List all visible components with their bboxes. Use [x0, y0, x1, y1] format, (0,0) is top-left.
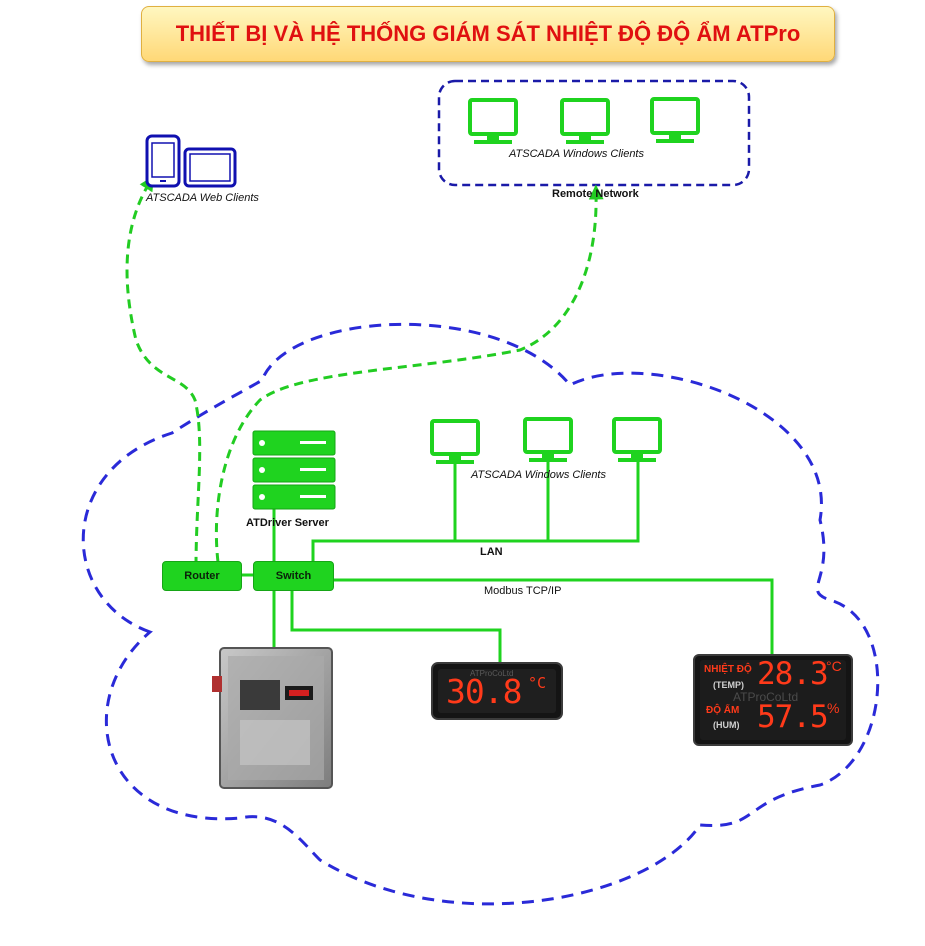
- temp-sub-label: (TEMP): [713, 680, 744, 690]
- phone-icon: [145, 134, 181, 188]
- lan-cloud-boundary: [81, 322, 880, 906]
- server-icon: [252, 430, 336, 510]
- page-title: THIẾT BỊ VÀ HỆ THỐNG GIÁM SÁT NHIỆT ĐỘ Đ…: [141, 6, 835, 62]
- router-node[interactable]: Router: [162, 561, 242, 591]
- switch-node[interactable]: Switch: [253, 561, 334, 591]
- hum-unit: %: [827, 700, 840, 716]
- single-display-unit: °C: [528, 674, 547, 692]
- control-cabinet: [212, 647, 333, 789]
- hum-label: ĐỘ ẨM: [706, 705, 740, 716]
- temp-value: 28.3: [757, 656, 829, 692]
- dual-led-display: [693, 654, 853, 746]
- network-wiring: [242, 455, 774, 663]
- temp-unit: °C: [826, 658, 842, 674]
- lan-monitor-2-icon: [523, 417, 573, 462]
- remote-monitor-1-icon: [468, 98, 518, 144]
- remote-monitor-2-icon: [560, 98, 610, 144]
- modbus-label: Modbus TCP/IP: [484, 585, 562, 597]
- lan-windows-clients-label: ATSCADA Windows Clients: [471, 469, 606, 481]
- remote-monitor-3-icon: [650, 97, 700, 143]
- tablet-icon: [183, 147, 237, 188]
- dual-display-watermark: ATProCoLtd: [733, 690, 799, 704]
- lan-monitor-3-icon: [612, 417, 662, 462]
- hum-value: 57.5: [757, 699, 829, 735]
- server-label: ATDriver Server: [246, 517, 329, 529]
- remote-windows-clients-label: ATSCADA Windows Clients: [509, 148, 644, 160]
- web-clients-label: ATSCADA Web Clients: [146, 192, 259, 204]
- temp-label: NHIỆT ĐỘ: [704, 664, 752, 675]
- remote-network-label: Remote Network: [552, 188, 639, 200]
- single-display-value: 30.8: [446, 672, 522, 711]
- single-led-display: [431, 662, 563, 720]
- link-switch-to-remote-network: [214, 184, 604, 563]
- link-router-to-web-clients: [125, 175, 202, 567]
- hum-sub-label: (HUM): [713, 720, 740, 730]
- lan-monitor-1-icon: [430, 419, 480, 464]
- single-display-watermark: ATProCoLtd: [470, 669, 514, 678]
- lan-label: LAN: [480, 546, 503, 558]
